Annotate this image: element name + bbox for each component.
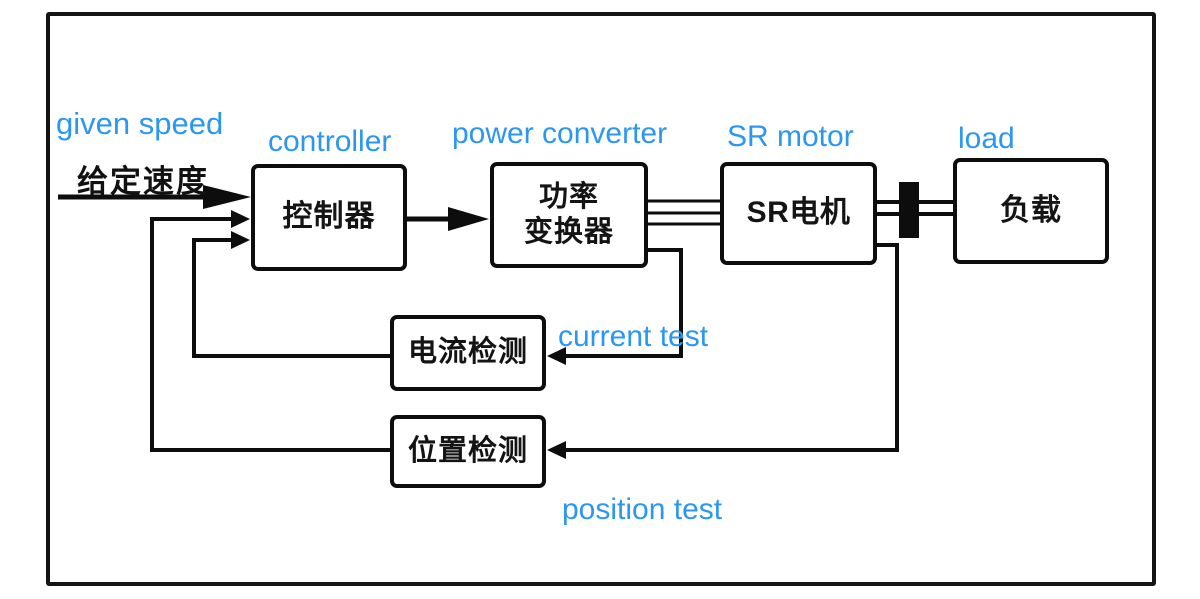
current-test-tap-line: [566, 248, 683, 358]
load-block-label: 负载: [1000, 193, 1062, 227]
current-detect-block-label: 电流检测: [407, 336, 528, 369]
shaft-coupling-block: [899, 182, 919, 238]
position-test-arrowhead: [547, 441, 566, 459]
controller-block-label: 控制器: [282, 200, 376, 234]
sr-motor-block-label: SR电机: [746, 196, 851, 230]
current-feedback-line: [192, 238, 390, 358]
sr-motor-block: SR电机: [720, 162, 877, 265]
position-test-annotation: position test: [562, 493, 723, 526]
load-block: 负载: [953, 158, 1109, 264]
given-speed-annotation: given speed: [56, 106, 224, 141]
power-converter-block: 功率 变换器: [490, 162, 648, 268]
controller-block: 控制器: [251, 164, 407, 271]
position-feedback-line: [150, 217, 390, 452]
power-converter-block-label-line2: 变换器: [523, 216, 614, 248]
position-detect-block: 位置检测: [390, 415, 546, 488]
given-speed-input-label: 给定速度: [77, 164, 209, 199]
position-feedback-arrowhead: [231, 210, 250, 228]
position-test-tap-line: [566, 243, 899, 452]
controller-to-converter-arrowhead: [448, 207, 489, 231]
current-detect-block: 电流检测: [390, 315, 546, 391]
load-annotation: load: [958, 122, 1015, 155]
power-converter-block-label-line1: 功率: [538, 180, 599, 213]
power-converter-annotation: power converter: [452, 117, 668, 150]
current-test-arrowhead: [547, 347, 566, 365]
current-feedback-arrowhead: [231, 231, 250, 249]
controller-annotation: controller: [268, 125, 392, 158]
sr-motor-annotation: SR motor: [727, 120, 854, 153]
position-detect-block-label: 位置检测: [407, 434, 528, 467]
diagram-border-frame: [46, 12, 1156, 586]
given-speed-arrowhead: [203, 185, 251, 209]
current-test-annotation: current test: [558, 320, 709, 353]
